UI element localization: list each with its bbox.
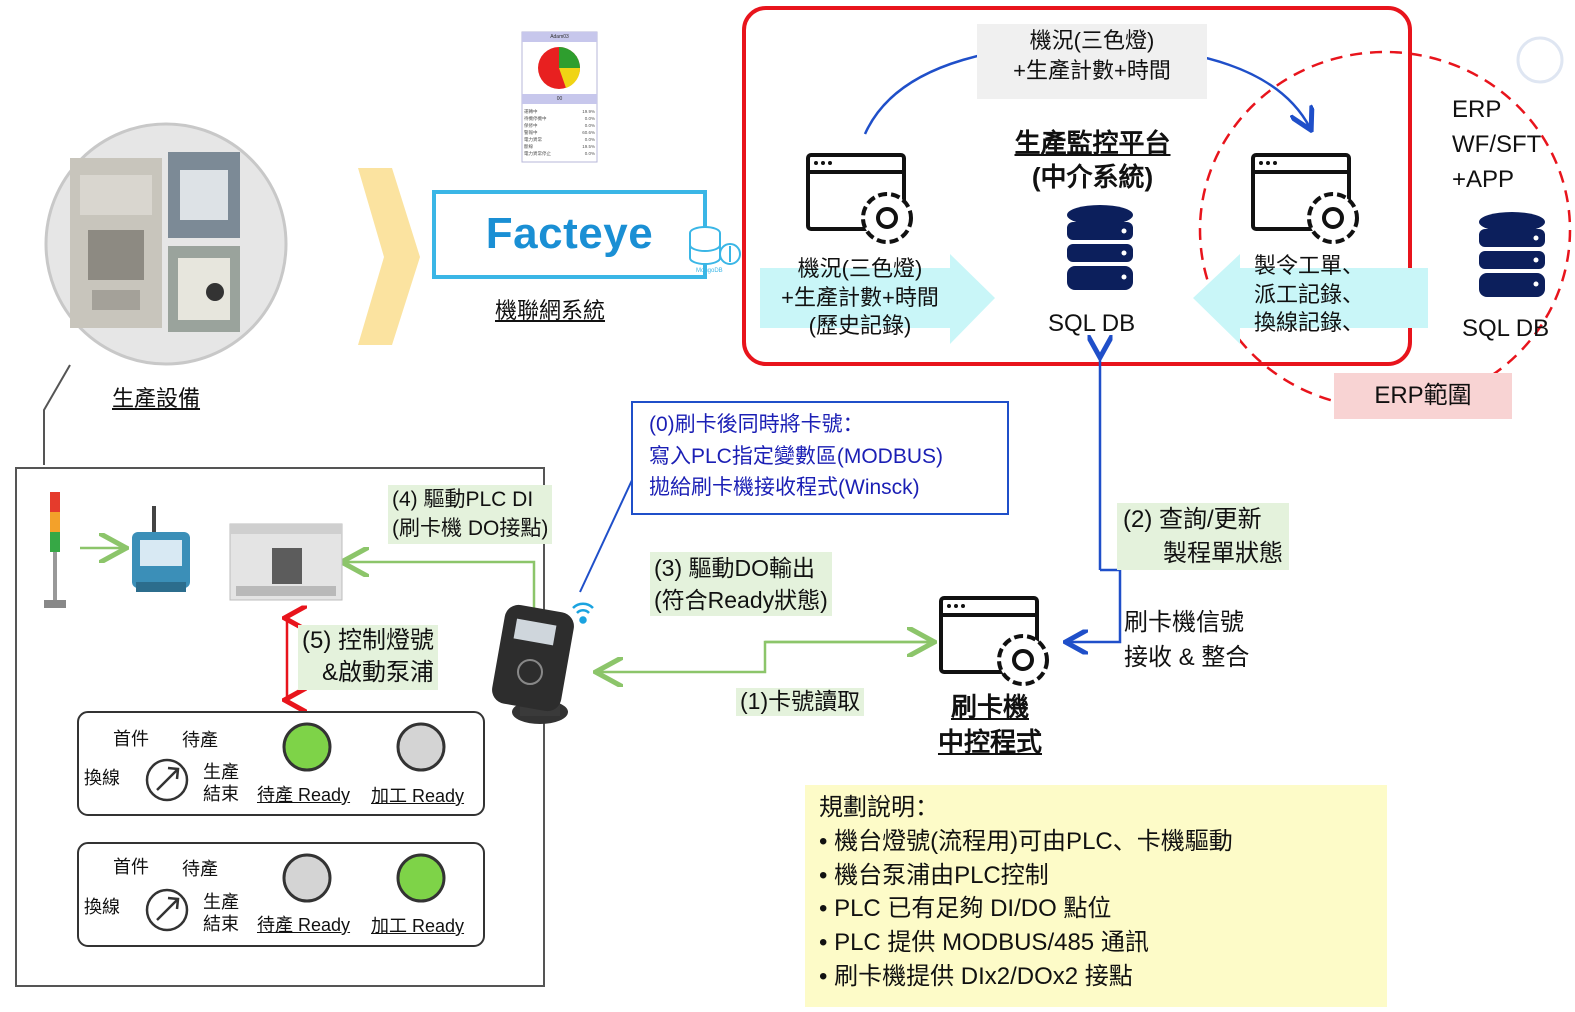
window-gear-icon-right — [1251, 153, 1351, 231]
left-arrow-text: 機況(三色燈) +生產計數+時間 (歷史記錄) — [760, 255, 960, 341]
step2-line2: 製程單狀態 — [1163, 539, 1283, 567]
left-arrow-line3: (歷史記錄) — [808, 313, 912, 339]
platform-title-line2: (中介系統) — [1031, 161, 1154, 192]
left-arrow-line2: +生產計數+時間 — [781, 284, 939, 310]
step2-line1: (2) 查詢/更新 — [1123, 506, 1262, 533]
card-program-line1: 刷卡機 — [950, 692, 1029, 722]
window-gear-icon-left — [806, 153, 906, 231]
note0-line2: 寫入PLC指定變數區(MODBUS) — [649, 444, 944, 468]
cyan-arrow-in — [760, 254, 995, 344]
right-arrow-line2: 派工記錄、 — [1254, 281, 1365, 307]
left-arrow-line1: 機況(三色燈) — [797, 256, 923, 281]
step4-label: (4) 驅動PLC DI (刷卡機 DO接點) — [388, 485, 553, 544]
adam-module-icon — [132, 506, 190, 592]
planning-title: 規劃說明： — [819, 794, 939, 821]
reader-signal-line1: 刷卡機信號 — [1124, 609, 1244, 636]
panel1-end: 生產 結束 — [203, 762, 239, 805]
platform-top-label: 機況(三色燈) +生產計數+時間 — [977, 24, 1207, 99]
panel1-first: 首件 — [113, 729, 149, 749]
step2-label: (2) 查詢/更新 製程單狀態 — [1117, 503, 1289, 571]
planning-item: • 機台燈號(流程用)可由PLC、卡機驅動 — [819, 827, 1233, 855]
panel2-ready-process: 加工 Ready — [371, 916, 465, 936]
panel1-ready-process: 加工 Ready — [371, 786, 465, 806]
card-program-line2: 中控程式 — [937, 727, 1042, 758]
lamp-panel2-wait — [282, 853, 332, 903]
window-gear-icon-card — [939, 596, 1039, 674]
platform-db-label: SQL DB — [1048, 310, 1136, 337]
erp-sql-db-icon — [1479, 212, 1545, 297]
step4-line1: (4) 驅動PLC DI — [392, 488, 534, 511]
cyan-arrow-erp — [1193, 254, 1428, 344]
platform-top-label-line2: +生產計數+時間 — [1013, 57, 1171, 83]
erp-label: ERP WF/SFT +APP — [1452, 93, 1541, 197]
equipment-caption: 生產設備 — [112, 386, 201, 411]
panel1-wait: 待產 — [182, 730, 218, 750]
panel1-ready-wait: 待產 Ready — [257, 785, 351, 805]
right-arrow-line3: 換線記錄、 — [1254, 310, 1365, 336]
note0-line3: 拋給刷卡機接收程式(Winsck) — [649, 476, 920, 499]
planning-item: • 機台泵浦由PLC控制 — [819, 861, 1049, 889]
card-program-title: 刷卡機 中控程式 — [925, 690, 1055, 760]
erp-scope-label: ERP範圍 — [1334, 373, 1512, 419]
panel2-wait: 待產 — [182, 859, 218, 879]
planning-item: • 刷卡機提供 DIx2/DOx2 接點 — [819, 963, 1133, 991]
planning-item: • PLC 提供 MODBUS/485 通訊 — [819, 929, 1149, 957]
platform-top-label-line1: 機況(三色燈) — [1029, 28, 1155, 53]
panel1-change: 換線 — [84, 768, 120, 788]
erp-db-label: SQL DB — [1462, 315, 1550, 342]
platform-box — [742, 6, 1412, 366]
facteye-logo: Facteye — [485, 209, 654, 258]
panel2-ready-wait: 待產 Ready — [257, 915, 351, 935]
lamp-panel1-process — [396, 722, 446, 772]
step4-line2: (刷卡機 DO接點) — [392, 517, 549, 541]
panel1-end-line2: 結束 — [203, 783, 239, 804]
facteye-box — [432, 190, 707, 279]
lamp-panel2-process — [396, 853, 446, 903]
right-arrow-text: 製令工單、 派工記錄、 換線記錄、 — [1254, 252, 1414, 338]
machine-frame — [15, 467, 545, 987]
panel1-end-line1: 生產 — [203, 762, 239, 782]
wifi-icon — [572, 602, 594, 624]
reader-signal-label: 刷卡機信號 接收 & 整合 — [1124, 606, 1249, 676]
step3-line2: (符合Ready狀態) — [654, 587, 828, 614]
step3-label: (3) 驅動DO輸出 (符合Ready狀態) — [650, 552, 832, 617]
panel2-end-line2: 結束 — [203, 913, 239, 934]
lamp-panel1-wait — [282, 722, 332, 772]
step1-label: (1)卡號讀取 — [736, 688, 865, 716]
step5-line1: (5) 控制燈號 — [302, 627, 434, 654]
platform-title-line1: 生產監控平台 — [1014, 128, 1171, 158]
erp-line3: +APP — [1452, 165, 1515, 193]
right-arrow-line1: 製令工單、 — [1254, 253, 1365, 278]
dashboard-header: Adam03 — [550, 34, 569, 40]
panel2-end: 生產 結束 — [203, 892, 239, 935]
step3-line1: (3) 驅動DO輸出 — [654, 555, 815, 581]
planning-notes: 規劃說明： • 機台燈號(流程用)可由PLC、卡機驅動 • 機台泵浦由PLC控制… — [805, 785, 1387, 1007]
erp-line2: WF/SFT — [1452, 130, 1542, 158]
erp-line1: ERP — [1452, 96, 1502, 123]
platform-title: 生產監控平台 (中介系統) — [995, 127, 1190, 195]
step5-line2: &啟動泵浦 — [321, 659, 434, 687]
tower-light-icon — [44, 492, 66, 608]
panel2-first: 首件 — [113, 857, 149, 877]
reader-signal-line2: 接收 & 整合 — [1124, 643, 1250, 671]
panel2-end-line1: 生產 — [203, 892, 239, 912]
step5-label: (5) 控制燈號 &啟動泵浦 — [298, 625, 438, 690]
facteye-caption: 機聯網系統 — [495, 298, 606, 323]
plc-icon — [229, 523, 343, 601]
green-flow-4 — [344, 562, 536, 608]
card-reader-icon — [492, 604, 574, 724]
dashboard-subheader: 00 — [556, 96, 563, 102]
planning-item: • PLC 已有足夠 DI/DO 點位 — [819, 895, 1112, 923]
sql-db-icon — [1067, 205, 1133, 290]
green-flow-1 — [598, 640, 935, 672]
mongo-label: MongoDB — [696, 268, 723, 274]
panel2-change: 換線 — [84, 897, 120, 917]
note0-line1: (0)刷卡後同時將卡號： — [649, 413, 864, 436]
note-card-write: (0)刷卡後同時將卡號： 寫入PLC指定變數區(MODBUS) 拋給刷卡機接收程… — [631, 401, 1009, 515]
flow-arrow-yellow — [358, 168, 420, 345]
